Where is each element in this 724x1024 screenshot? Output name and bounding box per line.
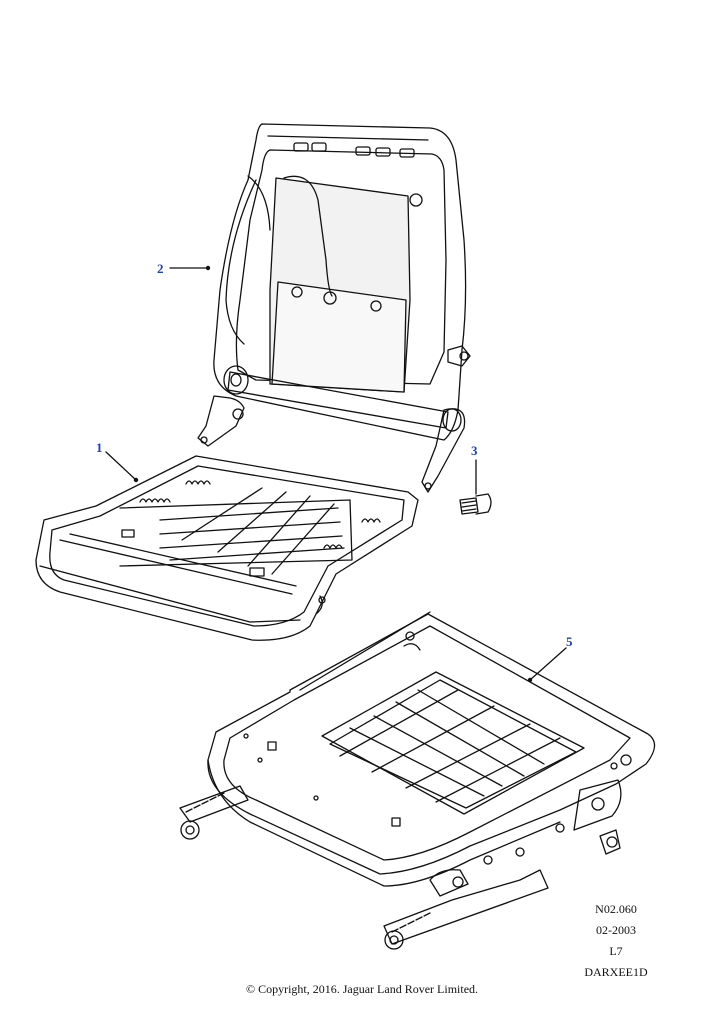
callout-1: 1 (96, 440, 103, 455)
reference-date: 02-2003 (596, 923, 636, 937)
callout-5: 5 (566, 634, 573, 649)
bolt (459, 493, 492, 515)
reference-id: DARXEE1D (584, 965, 648, 979)
seat-base-assembly (179, 611, 656, 950)
leader-dots (133, 265, 533, 683)
seat-cushion-frame (35, 455, 419, 641)
copyright-notice: © Copyright, 2016. Jaguar Land Rover Lim… (245, 982, 479, 996)
seat-back-frame (197, 123, 471, 493)
leader-lines (105, 267, 567, 681)
callout-2: 2 (157, 261, 164, 276)
reference-code: N02.060 (595, 902, 637, 916)
reference-level: L7 (609, 944, 623, 958)
callout-3: 3 (471, 443, 478, 458)
